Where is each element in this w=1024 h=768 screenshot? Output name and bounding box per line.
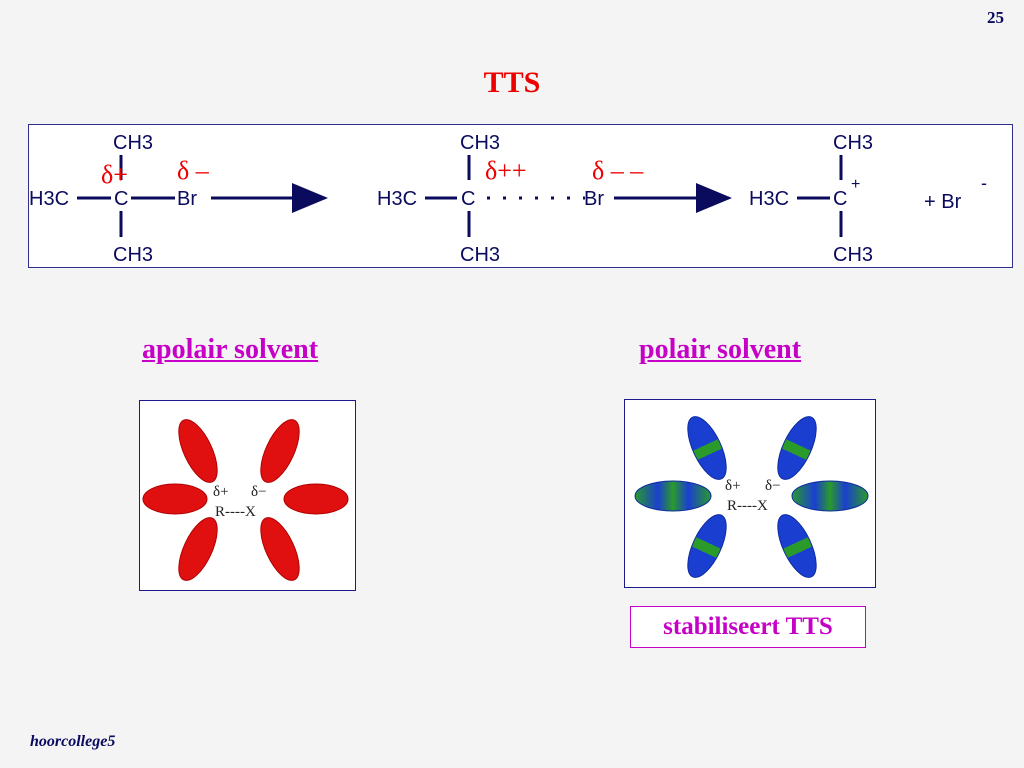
product-left: H3C — [749, 188, 789, 210]
product-charge: + — [851, 176, 860, 193]
product-molecule: CH3 H3C C + CH3 + Br - — [749, 132, 987, 266]
apolar-solvent-label: apolair solvent — [142, 334, 319, 365]
leaving-charge: - — [981, 173, 987, 193]
diagram-delta-pos: δ+ — [725, 478, 741, 494]
reactant-left: H3C — [29, 188, 69, 210]
solvent-molecule — [178, 517, 218, 581]
reactant-top: CH3 — [113, 132, 153, 154]
diagram-delta-pos: δ+ — [213, 484, 229, 500]
solvent-molecule — [178, 419, 218, 483]
diagram-delta-neg: δ− — [251, 484, 267, 500]
transition-state-molecule: CH3 H3C C Br CH3 δ++ δ – – — [377, 132, 644, 266]
solvent-molecule — [260, 419, 300, 483]
footer-label: hoorcollege5 — [30, 733, 116, 750]
reactant-center: C — [114, 188, 128, 210]
solvent-molecule — [283, 483, 349, 515]
page-number: 25 — [987, 8, 1004, 27]
solvent-molecule — [777, 514, 817, 578]
reactant-molecule: CH3 H3C C Br CH3 δ+ δ – — [29, 132, 210, 266]
solvent-molecule — [634, 480, 712, 512]
diagram-bond: R----X — [215, 504, 256, 520]
reactant-right: Br — [177, 188, 197, 210]
reactant-bottom: CH3 — [113, 244, 153, 266]
polar-diagram-svg: δ+ δ− R----X — [634, 416, 869, 578]
slide-title: TTS — [483, 66, 541, 99]
reaction-scheme: CH3 H3C C Br CH3 δ+ δ – CH3 H3C C Br CH3… — [28, 124, 1013, 268]
solvent-molecule — [687, 416, 727, 480]
product-bottom: CH3 — [833, 244, 873, 266]
ts-delta-neg: δ – – — [592, 156, 644, 185]
solvent-molecule — [142, 483, 208, 515]
polar-solvent-label: polair solvent — [639, 334, 802, 365]
ts-delta-pos: δ++ — [485, 156, 527, 185]
stabilization-note: stabiliseert TTS — [630, 606, 866, 648]
solvent-molecule — [687, 514, 727, 578]
product-center: C — [833, 188, 847, 210]
leaving-group: + Br — [924, 191, 962, 213]
solvent-molecule — [260, 517, 300, 581]
ts-left: H3C — [377, 188, 417, 210]
ts-bottom: CH3 — [460, 244, 500, 266]
product-top: CH3 — [833, 132, 873, 154]
solvent-molecule — [791, 480, 869, 512]
reactant-delta-pos: δ+ — [101, 160, 128, 189]
ts-center: C — [461, 188, 475, 210]
reactant-delta-neg: δ – — [177, 156, 210, 185]
apolar-diagram-svg: δ+ δ− R----X — [142, 419, 349, 581]
apolar-solvent-diagram: δ+ δ− R----X — [139, 400, 356, 591]
solvent-molecule — [777, 416, 817, 480]
ts-right: Br — [584, 188, 604, 210]
ts-top: CH3 — [460, 132, 500, 154]
diagram-delta-neg: δ− — [765, 478, 781, 494]
reaction-scheme-svg: CH3 H3C C Br CH3 δ+ δ – CH3 H3C C Br CH3… — [29, 132, 987, 266]
polar-solvent-diagram: δ+ δ− R----X — [624, 399, 876, 588]
diagram-bond: R----X — [727, 498, 768, 514]
